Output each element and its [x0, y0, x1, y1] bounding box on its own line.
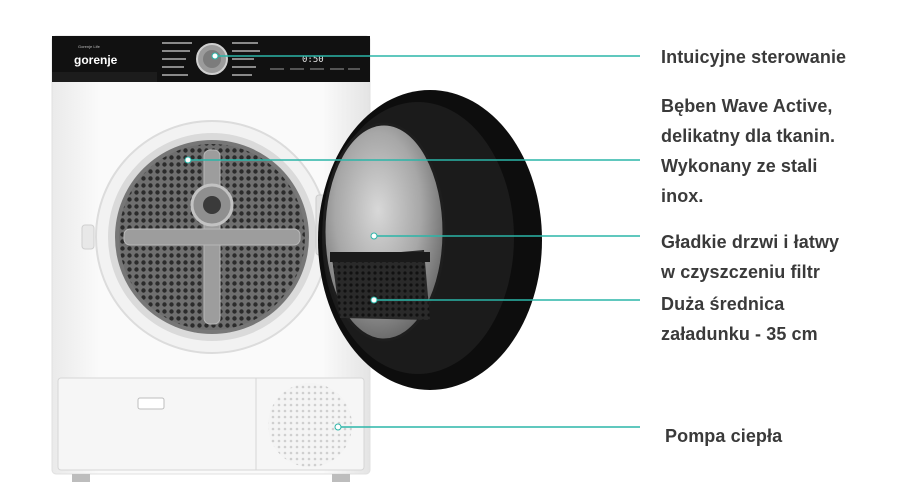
callout-lines — [188, 55, 640, 428]
program-list — [162, 42, 260, 76]
filter-handle[interactable] — [137, 397, 165, 410]
feature-diameter-line-2: załadunku - 35 cm — [661, 324, 818, 344]
door-filter — [332, 250, 430, 320]
door-latch — [81, 224, 95, 250]
brand-sub-logo: Gorenje Life — [78, 44, 101, 49]
feature-door-label: Gładkie drzwi i łatwy w czyszczeniu filt… — [661, 227, 839, 287]
control-panel-lower-strip — [52, 72, 157, 82]
feature-drum-label: Bęben Wave Active, delikatny dla tkanin.… — [661, 91, 835, 211]
feature-pump-label: Pompa ciepła — [665, 421, 782, 451]
feature-controls-label: Intuicyjne sterowanie — [661, 42, 846, 72]
option-buttons[interactable] — [270, 68, 360, 70]
feature-diameter-line-1: Duża średnica — [661, 294, 785, 314]
feature-door-line-1: Gładkie drzwi i łatwy — [661, 232, 840, 252]
program-knob-center — [203, 50, 221, 68]
callout-dots — [184, 52, 378, 431]
drum-hub-center — [203, 196, 221, 214]
feature-diameter-label: Duża średnica załadunku - 35 cm — [661, 289, 818, 349]
brand-logo: gorenje — [74, 53, 118, 67]
dryer-foot-right — [332, 474, 350, 482]
heat-pump-grille — [268, 383, 352, 467]
dryer-foot-left — [72, 474, 90, 482]
time-display: 0:50 — [302, 55, 324, 65]
feature-drum-line-1: Bęben Wave Active, — [661, 96, 833, 116]
feature-controls-line: Intuicyjne sterowanie — [661, 47, 847, 67]
feature-door-line-2: w czyszczeniu filtr — [661, 262, 820, 282]
filter-frame — [330, 252, 430, 262]
feature-drum-line-3: Wykonany ze stali — [661, 156, 818, 176]
feature-drum-line-2: delikatny dla tkanin. — [661, 126, 836, 146]
feature-pump-line: Pompa ciepła — [665, 426, 783, 446]
feature-drum-line-4: inox. — [661, 186, 704, 206]
